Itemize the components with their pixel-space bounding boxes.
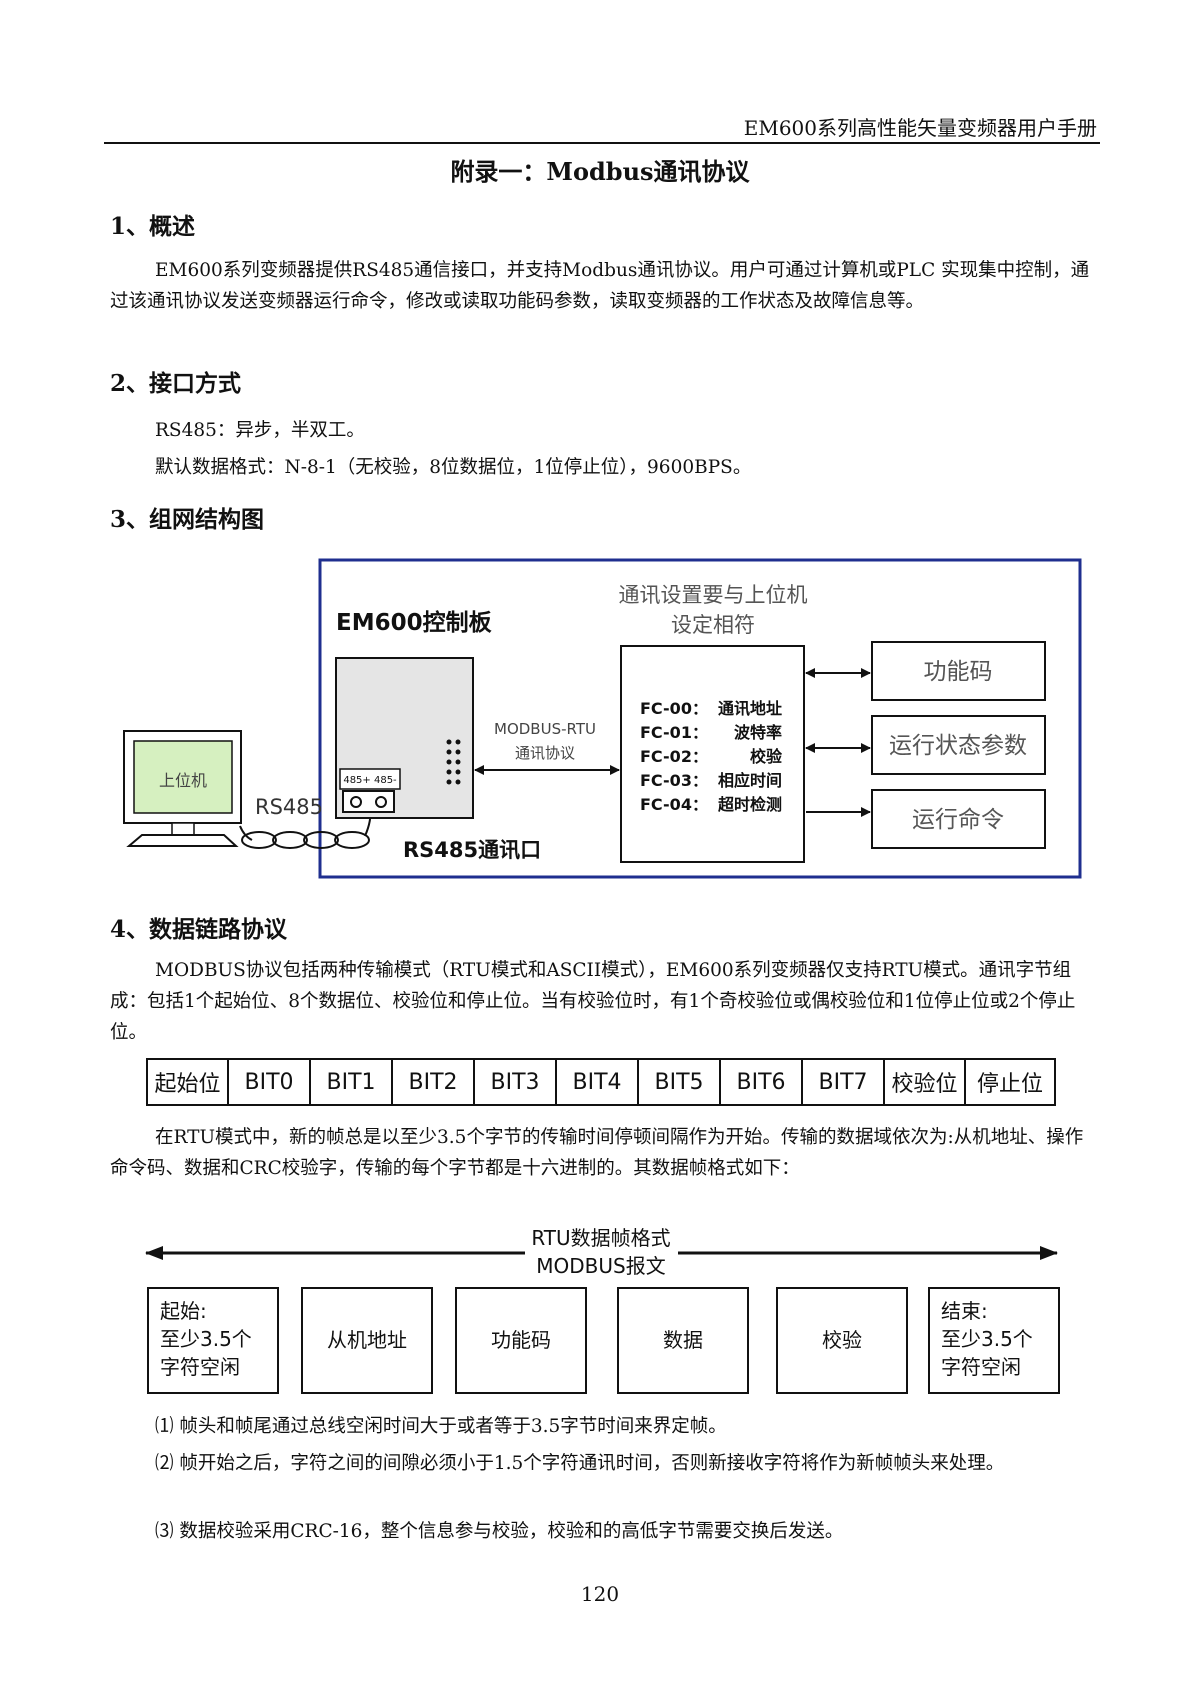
host-label: 上位机 [159, 771, 207, 790]
board-dots [446, 739, 461, 785]
data-format-line: 默认数据格式：N-8-1（无校验，8位数据位，1位停止位），9600BPS。 [155, 457, 752, 478]
bit-cell-5: BIT5 [637, 1058, 721, 1106]
bit-cell-1: BIT1 [309, 1058, 393, 1106]
bit-cell-2: BIT2 [391, 1058, 475, 1106]
bit-cell-start: 起始位 [146, 1058, 229, 1106]
header-title: EM600系列高性能矢量变频器用户手册 [743, 116, 1097, 140]
section-1-title: 1、概述 [110, 213, 196, 240]
section-1-paragraph: EM600系列变频器提供RS485通信接口，并支持Modbus通讯协议。用户可通… [110, 260, 1090, 312]
fc-code-3: FC-03： [640, 771, 708, 790]
host-computer-icon [123, 730, 242, 847]
box-function-code-label: 功能码 [924, 659, 993, 685]
header-rule [104, 142, 1100, 144]
box-run-status-label: 运行状态参数 [889, 733, 1027, 759]
terminal-label-box [339, 768, 401, 790]
bit-frame-table: 起始位 BIT0 BIT1 BIT2 BIT3 BIT4 BIT5 BIT6 B… [146, 1058, 1056, 1106]
page-number: 120 [580, 1582, 620, 1606]
table-row: 起始位 BIT0 BIT1 BIT2 BIT3 BIT4 BIT5 BIT6 B… [146, 1058, 1056, 1106]
box-run-command-label: 运行命令 [912, 807, 1004, 833]
bit-cell-6: BIT6 [719, 1058, 803, 1106]
fc-name-3: 相应时间 [718, 771, 782, 790]
bit-cell-0: BIT0 [227, 1058, 311, 1106]
box-run-status [871, 715, 1046, 775]
page-title: 附录一：Modbus通讯协议 [450, 157, 750, 186]
note-3: ⑶ 数据校验采用CRC-16，整个信息参与校验，校验和的高低字节需要交换后发送。 [155, 1521, 844, 1542]
fc-name-4: 超时检测 [717, 795, 782, 814]
fc-name-1: 波特率 [734, 723, 782, 742]
fc-box [620, 645, 805, 863]
interface-line: RS485：异步，半双工。 [155, 420, 365, 441]
fc-code-2: FC-02： [640, 747, 708, 766]
terminal-label: 485+ 485- [343, 775, 397, 786]
box-run-command [871, 789, 1046, 849]
note-1: ⑴ 帧头和帧尾通过总线空闲时间大于或者等于3.5字节时间来界定帧。 [155, 1416, 727, 1437]
box-function-code [871, 641, 1046, 701]
board-title: EM600控制板 [336, 609, 493, 636]
fc-name-2: 校验 [750, 747, 783, 766]
bit-cell-7: BIT7 [801, 1058, 885, 1106]
note-2: ⑵ 帧开始之后，字符之间的间隙必须小于1.5个字符通讯时间，否则新接收字符将作为… [155, 1453, 1005, 1474]
port-label: RS485通讯口 [403, 838, 541, 862]
fc-name-0: 通讯地址 [718, 699, 782, 718]
settings-line2: 设定相符 [671, 613, 755, 637]
rs485-label: RS485 [255, 795, 323, 819]
fc-code-4: FC-04： [640, 795, 708, 814]
section-4-paragraph-2: 在RTU模式中，新的帧总是以至少3.5个字节的传输时间停顿间隔作为开始。传输的数… [110, 1127, 1084, 1179]
protocol-line1: MODBUS-RTU [494, 720, 596, 738]
section-4-title: 4、数据链路协议 [110, 916, 288, 943]
bit-cell-4: BIT4 [555, 1058, 639, 1106]
section-4-paragraph-1: MODBUS协议包括两种传输模式（RTU模式和ASCII模式），EM600系列变… [110, 960, 1076, 1043]
section-3-title: 3、组网结构图 [110, 506, 265, 533]
bit-cell-stop: 停止位 [964, 1058, 1056, 1106]
protocol-line2: 通讯协议 [515, 744, 575, 762]
bit-cell-3: BIT3 [473, 1058, 557, 1106]
bit-cell-parity: 校验位 [883, 1058, 966, 1106]
settings-line1: 通讯设置要与上位机 [619, 583, 808, 607]
fc-code-1: FC-01： [640, 723, 708, 742]
section-2-title: 2、接口方式 [110, 370, 242, 397]
fc-list: FC-00： FC-01： FC-02： FC-03： FC-04： 通讯地址 … [640, 699, 783, 814]
fc-code-0: FC-00： [640, 699, 708, 718]
